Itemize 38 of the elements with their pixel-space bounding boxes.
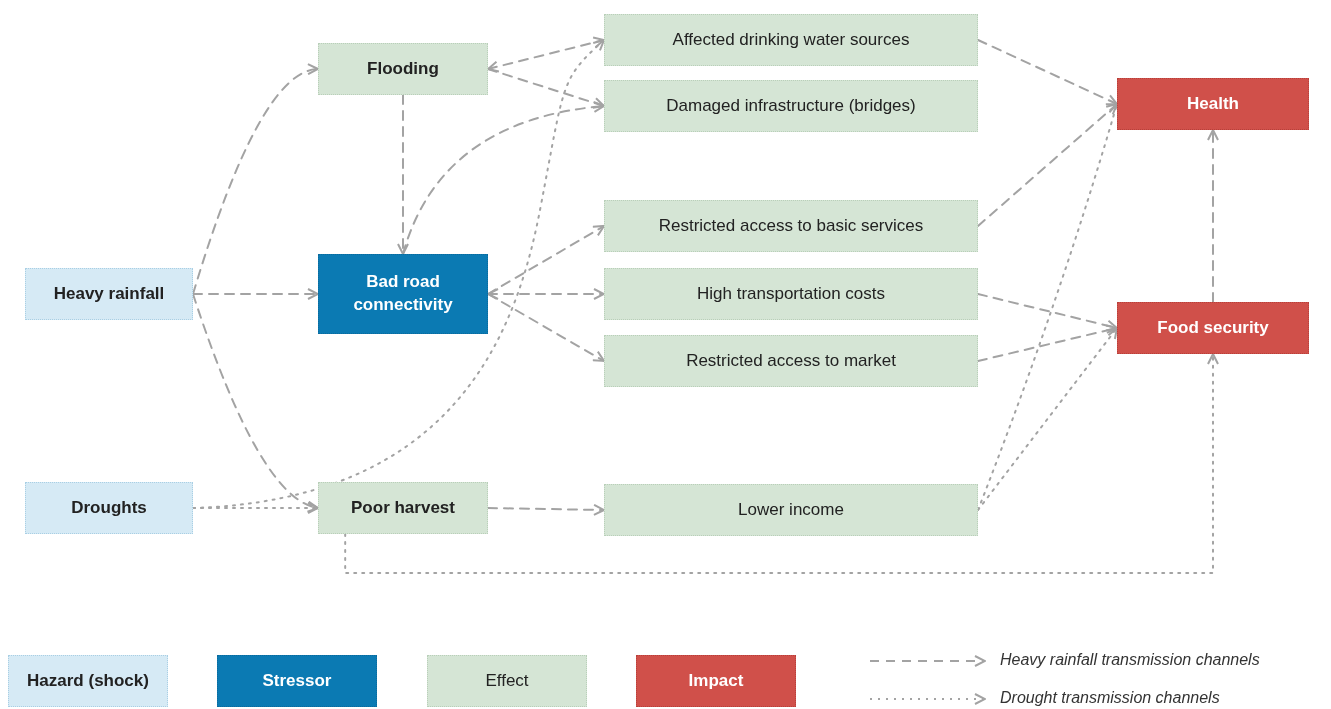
arrow [192, 64, 319, 295]
legend-label: Heavy rainfall transmission channels [1000, 651, 1260, 669]
arrow [977, 324, 1118, 362]
effect-box: Damaged infrastructure (bridges) [604, 80, 978, 132]
effect-box: High transportation costs [604, 268, 978, 320]
legend-key: Stressor [217, 655, 377, 707]
effect-box: Poor harvest [318, 482, 488, 534]
double-arrow [487, 288, 605, 300]
arrow [192, 288, 319, 300]
arrow [977, 327, 1118, 511]
arrow [487, 68, 605, 109]
legend-key: Effect [427, 655, 587, 707]
effect-box: Lower income [604, 484, 978, 536]
legend-key: Impact [636, 655, 796, 707]
arrow [487, 293, 605, 362]
hazard-box: Droughts [25, 482, 193, 534]
effect-box: Affected drinking water sources [604, 14, 978, 66]
arrow [397, 94, 409, 255]
arrow [977, 103, 1118, 227]
effect-box: Restricted access to basic services [604, 200, 978, 252]
arrow [1207, 129, 1219, 303]
impact-box: Food security [1117, 302, 1309, 354]
effect-box: Restricted access to market [604, 335, 978, 387]
arrow [487, 225, 605, 295]
arrow [402, 101, 605, 255]
impact-box: Health [1117, 78, 1309, 130]
legend-label: Drought transmission channels [1000, 689, 1220, 707]
arrow [487, 503, 605, 516]
arrow [344, 353, 1219, 574]
legend-key: Hazard (shock) [8, 655, 168, 707]
arrow [192, 293, 319, 512]
stressor-box: Bad road connectivity [318, 254, 488, 334]
arrow [977, 293, 1118, 332]
effect-box: Flooding [318, 43, 488, 95]
hazard-box: Heavy rainfall [25, 268, 193, 320]
arrow [192, 39, 605, 509]
arrow [977, 39, 1118, 106]
double-arrow [487, 36, 605, 73]
